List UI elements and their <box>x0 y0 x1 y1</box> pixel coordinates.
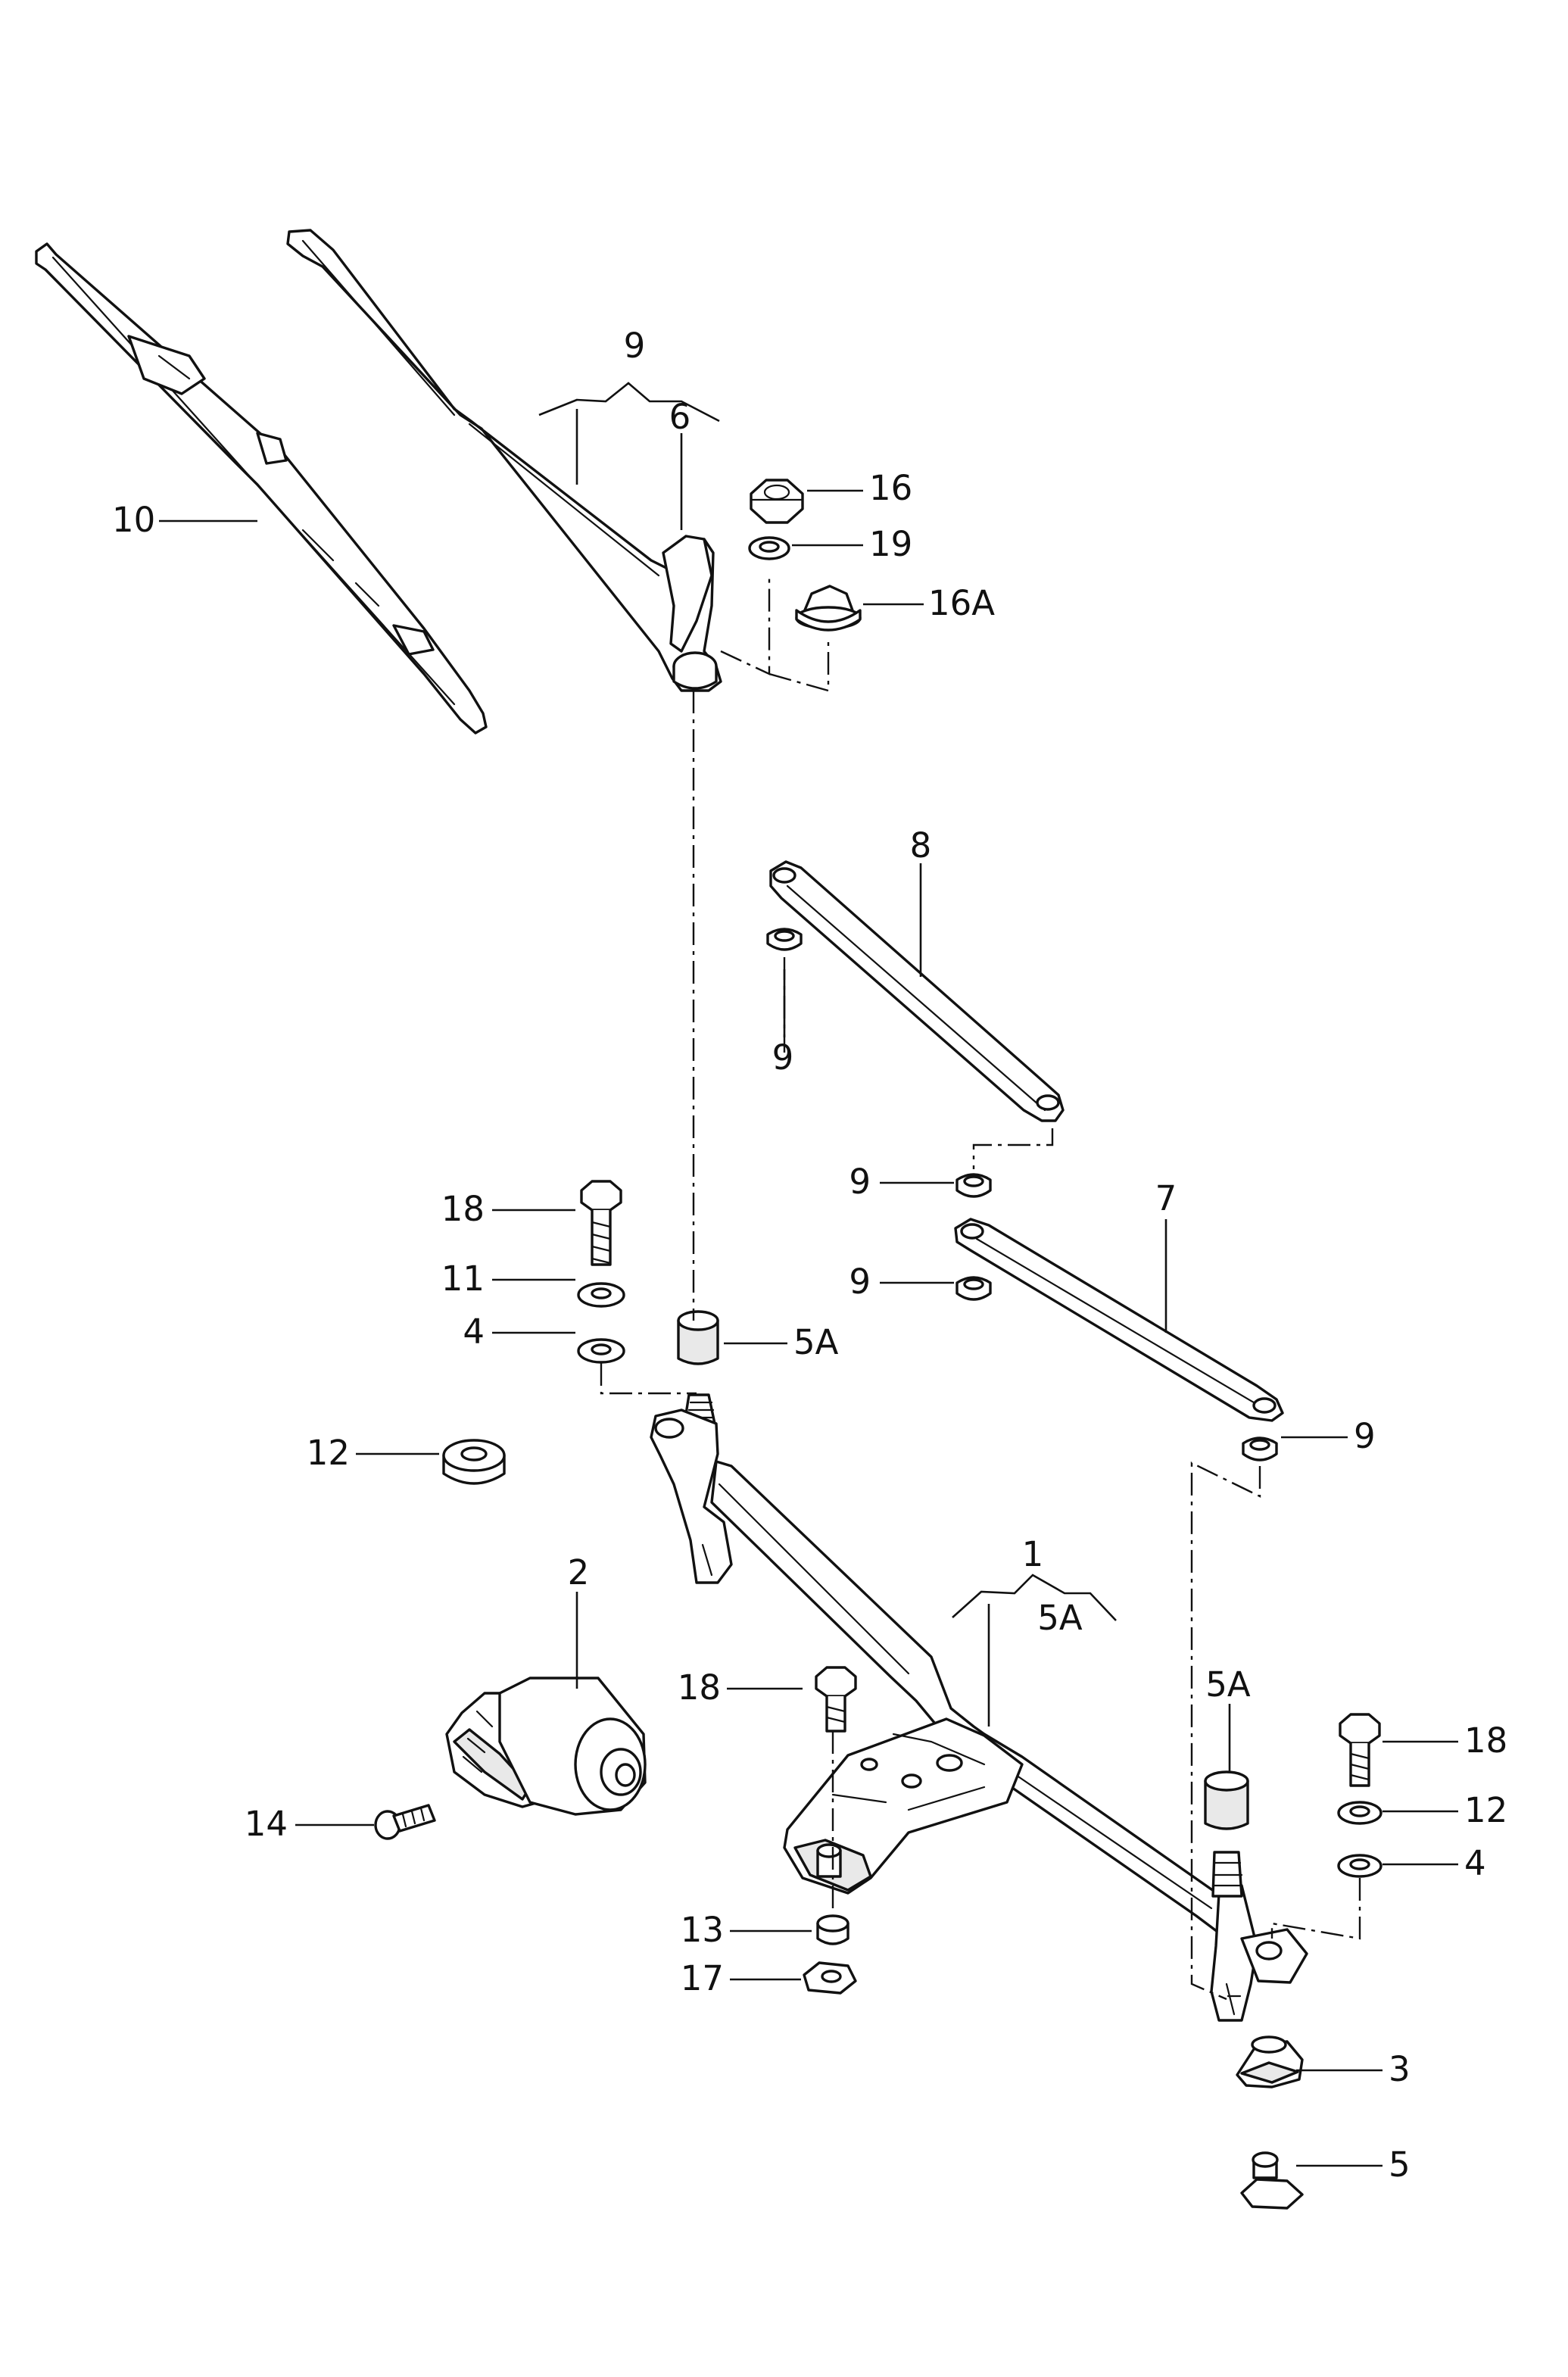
bushing-5A-right <box>1204 1770 1249 1830</box>
grommet-13-part <box>442 1439 506 1485</box>
washer-4-right <box>1337 1854 1383 1878</box>
callout-13: 12 <box>307 1433 350 1473</box>
washer-12-right <box>1337 1801 1383 1825</box>
callout-9-top: 9 <box>772 1037 794 1078</box>
wiper-blade-part <box>35 242 488 735</box>
bushing-5A-left <box>677 1310 719 1365</box>
callout-4-right: 4 <box>1464 1843 1486 1883</box>
washer-12-left <box>577 1282 625 1308</box>
clip-bolt-5-part <box>1240 2151 1304 2210</box>
callout-1: 1 <box>1022 1534 1044 1574</box>
callout-7: 7 <box>1155 1178 1177 1218</box>
bolt-15-part <box>374 1804 436 1840</box>
bolt-18-center <box>815 1666 857 1733</box>
callout-5A-bracket: 5A <box>1037 1598 1083 1638</box>
callout-3: 3 <box>1389 2049 1411 2089</box>
bushing-9-mid-b <box>955 1276 992 1301</box>
callout-16A: 16A <box>928 583 995 623</box>
flange-nut-part <box>795 585 862 632</box>
callout-10: 9 <box>624 326 646 366</box>
callout-19: 19 <box>869 524 912 564</box>
callout-18-right: 18 <box>1464 1720 1507 1761</box>
callout-17: 17 <box>681 1958 724 1998</box>
callout-8: 8 <box>910 825 932 866</box>
link-rod-7-part <box>954 1218 1284 1422</box>
callout-12-right: 12 <box>1464 1790 1507 1830</box>
bushing-9-right <box>1242 1436 1278 1461</box>
bushing-9-mid-a <box>955 1173 992 1198</box>
callout-12-left: 11 <box>441 1259 485 1299</box>
callout-9-right: 9 <box>1354 1416 1376 1456</box>
bushing-9-top <box>766 928 803 951</box>
wiper-arm-part <box>286 229 722 692</box>
callout-14: 13 <box>681 1910 724 1950</box>
callout-4-left: 4 <box>463 1312 485 1352</box>
clip-nut-17-part <box>803 1961 857 1995</box>
callout-labels: 9 6 10 16 19 16A 8 9 9 7 9 9 18 11 4 12 … <box>112 326 1507 2185</box>
hex-nut-part <box>750 479 804 524</box>
washer-4-left <box>577 1338 625 1364</box>
wiper-linkage-part <box>650 1393 1308 2022</box>
callout-6: 6 <box>669 397 691 437</box>
wiper-motor-part <box>445 1677 647 1816</box>
callout-5: 5 <box>1389 2145 1411 2185</box>
spacer-14-part <box>816 1914 849 1945</box>
bolt-18-left <box>580 1180 622 1266</box>
callout-2: 2 <box>568 1552 590 1592</box>
callout-5A-left: 5A <box>793 1322 839 1362</box>
assembly-lines <box>600 576 1361 2001</box>
callout-9-mid-b: 9 <box>849 1262 871 1302</box>
leader-lines <box>159 382 1458 2167</box>
rubber-mount-3-part <box>1236 2035 1304 2088</box>
callout-18-center: 18 <box>678 1667 721 1708</box>
washer-19-part <box>748 536 790 560</box>
callout-11: 10 <box>112 500 155 540</box>
callout-15: 14 <box>245 1804 288 1844</box>
bolt-18-right <box>1339 1713 1381 1787</box>
callout-18-left: 18 <box>441 1189 485 1229</box>
callout-5A-right: 5A <box>1205 1664 1251 1705</box>
callout-16: 16 <box>869 468 912 508</box>
link-rod-8-part <box>769 860 1065 1122</box>
callout-9-mid-a: 9 <box>849 1162 871 1202</box>
